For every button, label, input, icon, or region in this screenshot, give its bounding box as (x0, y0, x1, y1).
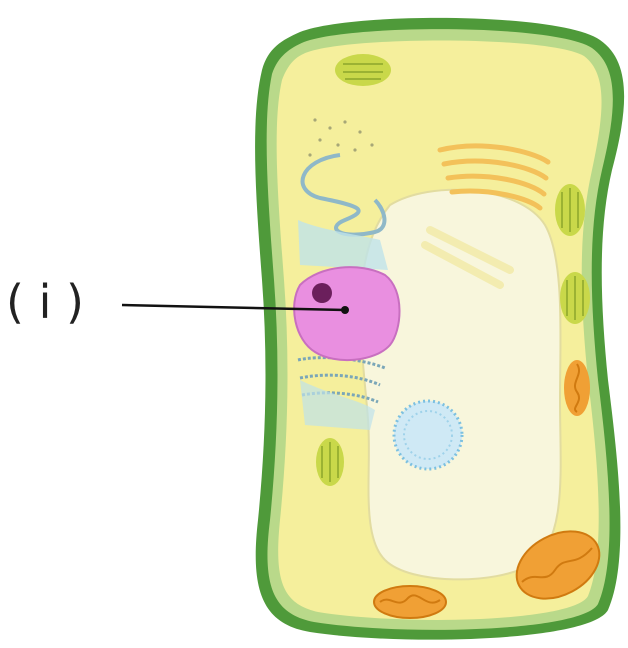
chloroplast-icon (335, 54, 391, 86)
centrosome-icon (394, 401, 462, 469)
nucleus-icon (294, 267, 399, 360)
chloroplast-icon (555, 184, 585, 236)
chloroplast-icon (316, 438, 344, 486)
mitochondrion-icon (564, 360, 590, 416)
chloroplast-icon (560, 272, 590, 324)
pointer-dot (341, 306, 349, 314)
nucleolus (312, 283, 332, 303)
label-i: ( i ) (6, 275, 84, 329)
mitochondrion-icon (374, 586, 446, 618)
